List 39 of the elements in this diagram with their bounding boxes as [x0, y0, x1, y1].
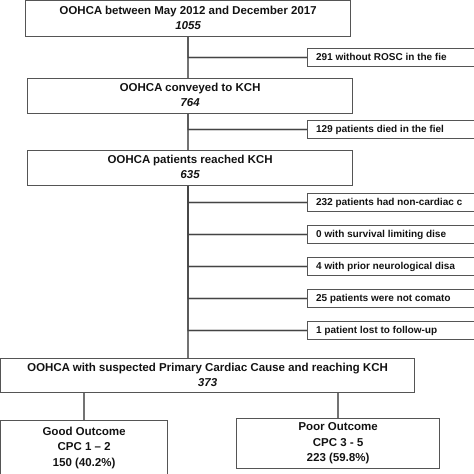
box-text: 0 with survival limiting dise [316, 229, 446, 240]
process-box [236, 418, 440, 469]
box-text: 150 (40.2%) [52, 456, 116, 471]
box-text: 129 patients died in the fiel [316, 124, 444, 135]
box-text: OOHCA with suspected Primary Cardiac Cause and reaching KCH [27, 360, 388, 376]
process-box [27, 78, 353, 114]
exclusion-box [307, 48, 474, 67]
box-text: Good Outcome [42, 424, 126, 440]
box-text: 232 patients had non-cardiac c [316, 197, 462, 208]
box-text: 223 (59.8%) [306, 451, 370, 466]
box-text: CPC 1 – 2 [57, 440, 111, 456]
connector-line [187, 114, 189, 150]
exclusion-box [307, 289, 474, 308]
box-text: CPC 3 - 5 [312, 436, 364, 451]
box-text: OOHCA conveyed to KCH [120, 81, 260, 96]
process-box [25, 0, 351, 37]
box-text: 4 with prior neurological disa [316, 261, 455, 272]
box-text: OOHCA patients reached KCH [107, 153, 273, 168]
connector-line [187, 186, 189, 358]
count-text: 1055 [175, 18, 201, 34]
box-text: 291 without ROSC in the fie [316, 52, 447, 63]
box-text: OOHCA between May 2012 and December 2017 [59, 4, 317, 18]
process-box [0, 358, 415, 393]
connector-line [83, 393, 85, 420]
count-text: 373 [198, 376, 218, 390]
process-box [0, 420, 168, 474]
box-text: Poor Outcome [298, 420, 378, 436]
count-text: 764 [180, 96, 200, 111]
count-text: 635 [180, 168, 200, 183]
exclusion-box [307, 120, 474, 139]
exclusion-box [307, 321, 474, 340]
connector-line [337, 393, 339, 418]
box-text: 25 patients were not comato [316, 293, 450, 304]
process-box [27, 150, 353, 186]
exclusion-box [307, 193, 474, 212]
exclusion-box [307, 225, 474, 244]
box-text: 1 patient lost to follow-up [316, 325, 438, 336]
connector-line [187, 37, 189, 78]
exclusion-box [307, 257, 474, 276]
